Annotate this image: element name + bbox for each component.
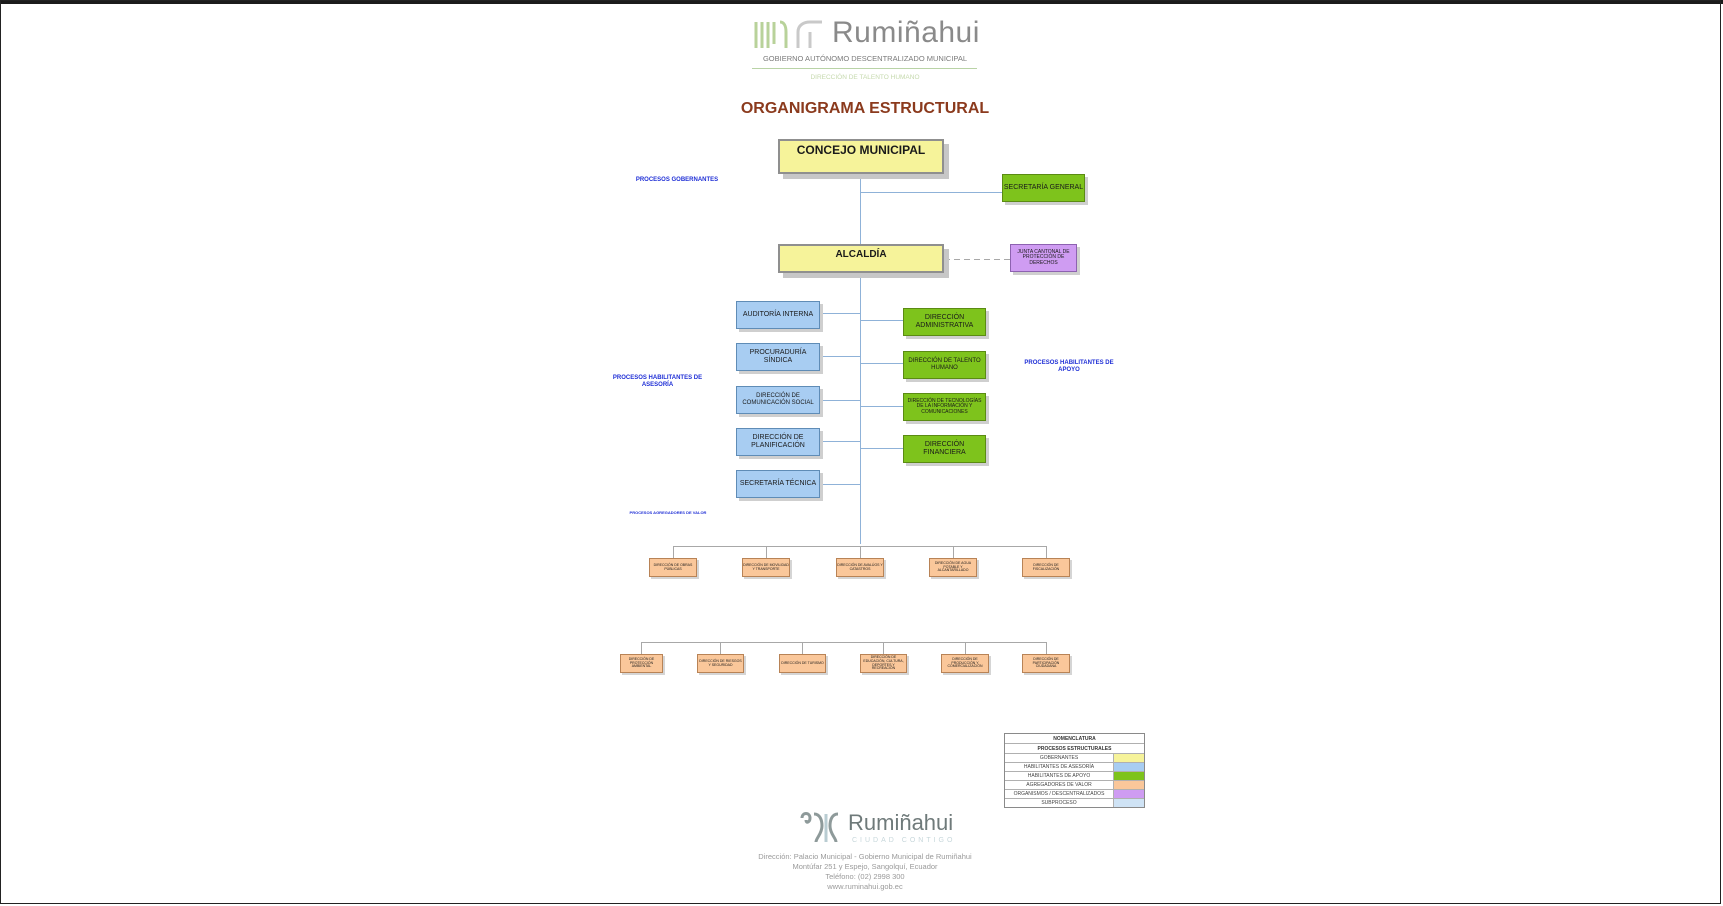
footer-logo: Rumiñahui CIUDAD CONTIGO xyxy=(798,806,958,848)
node-direccion-administrativa: DIRECCIÓN ADMINISTRATIVA xyxy=(903,308,986,336)
legend-row: ORGANISMOS / DESCENTRALIZADOS xyxy=(1005,789,1144,798)
legend-table: NOMENCLATURA PROCESOS ESTRUCTURALES GOBE… xyxy=(1004,733,1145,808)
connector-secretaria-general xyxy=(860,192,1002,193)
footer-brand: Rumiñahui xyxy=(848,810,954,835)
legend-row: SUBPROCESO xyxy=(1005,798,1144,807)
label-procesos-valor: PROCESOS AGREGADORES DE VALOR xyxy=(629,510,707,515)
header-brand: Rumiñahui xyxy=(832,16,980,49)
connector-junta-dashed xyxy=(944,259,1010,260)
legend-swatch xyxy=(1113,763,1144,771)
drop-value-2-6 xyxy=(1046,642,1047,654)
node-proteccion-ambiental: DIRECCIÓN DE PROTECCIÓN AMBIENTAL xyxy=(620,654,663,673)
legend-row: HABILITANTES DE APOYO xyxy=(1005,771,1144,780)
node-avaluos-catastros: DIRECCIÓN DE AVALÚOS Y CATASTROS xyxy=(836,558,884,577)
footer-address-2: Montúfar 251 y Espejo, Sangolquí, Ecuado… xyxy=(792,862,938,871)
legend-label: ORGANISMOS / DESCENTRALIZADOS xyxy=(1013,791,1105,797)
legend-label: SUBPROCESO xyxy=(1041,800,1077,806)
legend-swatch xyxy=(1113,772,1144,780)
node-fiscalizacion: DIRECCIÓN DE FISCALIZACIÓN xyxy=(1022,558,1070,577)
node-planificacion: DIRECCIÓN DE PLANIFICACIÓN xyxy=(736,428,820,456)
drop-value-2-2 xyxy=(720,642,721,654)
top-border xyxy=(0,0,1723,4)
legend-row: AGREGADORES DE VALOR xyxy=(1005,780,1144,789)
header-department: DIRECCIÓN DE TALENTO HUMANO xyxy=(810,74,920,81)
node-comunicacion-social: DIRECCIÓN DE COMUNICACIÓN SOCIAL xyxy=(736,386,820,414)
connector-financiera xyxy=(860,448,903,449)
node-concejo-municipal: CONCEJO MUNICIPAL xyxy=(778,139,944,174)
header-logo: Rumiñahui xyxy=(752,16,982,56)
ruminahui-logo-icon xyxy=(754,20,822,48)
legend-label: GOBERNANTES xyxy=(1039,755,1079,761)
ruminahui-footer-icon xyxy=(800,812,839,843)
drop-value-2-3 xyxy=(802,642,803,654)
connector-planificacion xyxy=(820,441,860,442)
legend-label: HABILITANTES DE ASESORÍA xyxy=(1023,764,1095,770)
node-tecnologias: DIRECCIÓN DE TECNOLOGÍAS DE LA INFORMACI… xyxy=(903,393,986,421)
drop-value-1-2 xyxy=(766,546,767,558)
footer-tagline: CIUDAD CONTIGO xyxy=(852,837,956,844)
connector-main-vertical xyxy=(860,176,861,544)
legend-swatch xyxy=(1113,799,1144,807)
connector-procuraduria xyxy=(820,356,860,357)
drop-value-2-4 xyxy=(883,642,884,654)
footer-address-1: Dirección: Palacio Municipal - Gobierno … xyxy=(758,852,972,861)
drop-value-1-1 xyxy=(673,546,674,558)
legend-subtitle: PROCESOS ESTRUCTURALES xyxy=(1005,743,1144,753)
node-junta-cantonal: JUNTA CANTONAL DE PROTECCIÓN DE DERECHOS xyxy=(1010,244,1077,272)
node-produccion-comercializacion: DIRECCIÓN DE PRODUCCIÓN Y COMERCIALIZACI… xyxy=(941,654,989,673)
connector-auditoria xyxy=(820,313,860,314)
footer-web: www.ruminahui.gob.ec xyxy=(827,882,903,891)
legend-swatch xyxy=(1113,790,1144,798)
connector-value-row-1 xyxy=(673,546,1046,547)
legend-swatch xyxy=(1113,754,1144,762)
label-procesos-gobernantes: PROCESOS GOBERNANTES xyxy=(635,177,719,183)
node-riesgos-seguridad: DIRECCIÓN DE RIESGOS Y SEGURIDAD xyxy=(697,654,744,673)
drop-value-1-5 xyxy=(1046,546,1047,558)
node-movilidad-transporte: DIRECCIÓN DE MOVILIDAD Y TRANSPORTE xyxy=(742,558,790,577)
legend-label: HABILITANTES DE APOYO xyxy=(1027,773,1091,779)
footer-phone: Teléfono: (02) 2998 300 xyxy=(825,872,905,881)
legend-swatch xyxy=(1113,781,1144,789)
legend-label: AGREGADORES DE VALOR xyxy=(1026,782,1092,788)
connector-administrativa xyxy=(860,320,903,321)
drop-value-1-3 xyxy=(860,546,861,558)
node-educacion-cultura: DIRECCIÓN DE EDUCACIÓN, CULTURA, DEPORTE… xyxy=(860,654,907,673)
connector-tecnologias xyxy=(860,406,903,407)
connector-value-row-2 xyxy=(641,642,1046,643)
legend-title: NOMENCLATURA xyxy=(1053,735,1096,742)
drop-value-2-5 xyxy=(965,642,966,654)
node-secretaria-tecnica: SECRETARÍA TÉCNICA xyxy=(736,470,820,498)
drop-value-1-4 xyxy=(953,546,954,558)
label-procesos-asesoria: PROCESOS HABILITANTES DE ASESORÍA xyxy=(612,375,703,389)
connector-comunicacion xyxy=(820,400,860,401)
node-alcaldia: ALCALDÍA xyxy=(778,244,944,273)
drop-value-2-1 xyxy=(641,642,642,654)
page-title: ORGANIGRAMA ESTRUCTURAL xyxy=(740,100,990,117)
node-secretaria-general: SECRETARÍA GENERAL xyxy=(1002,174,1085,202)
connector-secretaria-tecnica xyxy=(820,484,860,485)
header-subtitle: GOBIERNO AUTÓNOMO DESCENTRALIZADO MUNICI… xyxy=(762,54,968,63)
label-procesos-apoyo: PROCESOS HABILITANTES DE APOYO xyxy=(1024,360,1114,374)
legend-row: HABILITANTES DE ASESORÍA xyxy=(1005,762,1144,771)
node-direccion-financiera: DIRECCIÓN FINANCIERA xyxy=(903,435,986,463)
connector-talento xyxy=(860,363,903,364)
node-turismo: DIRECCIÓN DE TURISMO xyxy=(779,654,826,673)
node-agua-potable: DIRECCIÓN DE AGUA POTABLE Y ALCANTARILLA… xyxy=(929,558,977,577)
node-auditoria-interna: AUDITORÍA INTERNA xyxy=(736,301,820,329)
node-participacion-ciudadana: DIRECCIÓN DE PARTICIPACIÓN CIUDADANA xyxy=(1022,654,1070,673)
node-obras-publicas: DIRECCIÓN DE OBRAS PÚBLICAS xyxy=(649,558,697,577)
legend-row: GOBERNANTES xyxy=(1005,753,1144,762)
node-talento-humano: DIRECCIÓN DE TALENTO HUMANO xyxy=(903,351,986,379)
header-divider xyxy=(752,68,977,69)
node-procuraduria-sindica: PROCURADURÍA SÍNDICA xyxy=(736,343,820,371)
